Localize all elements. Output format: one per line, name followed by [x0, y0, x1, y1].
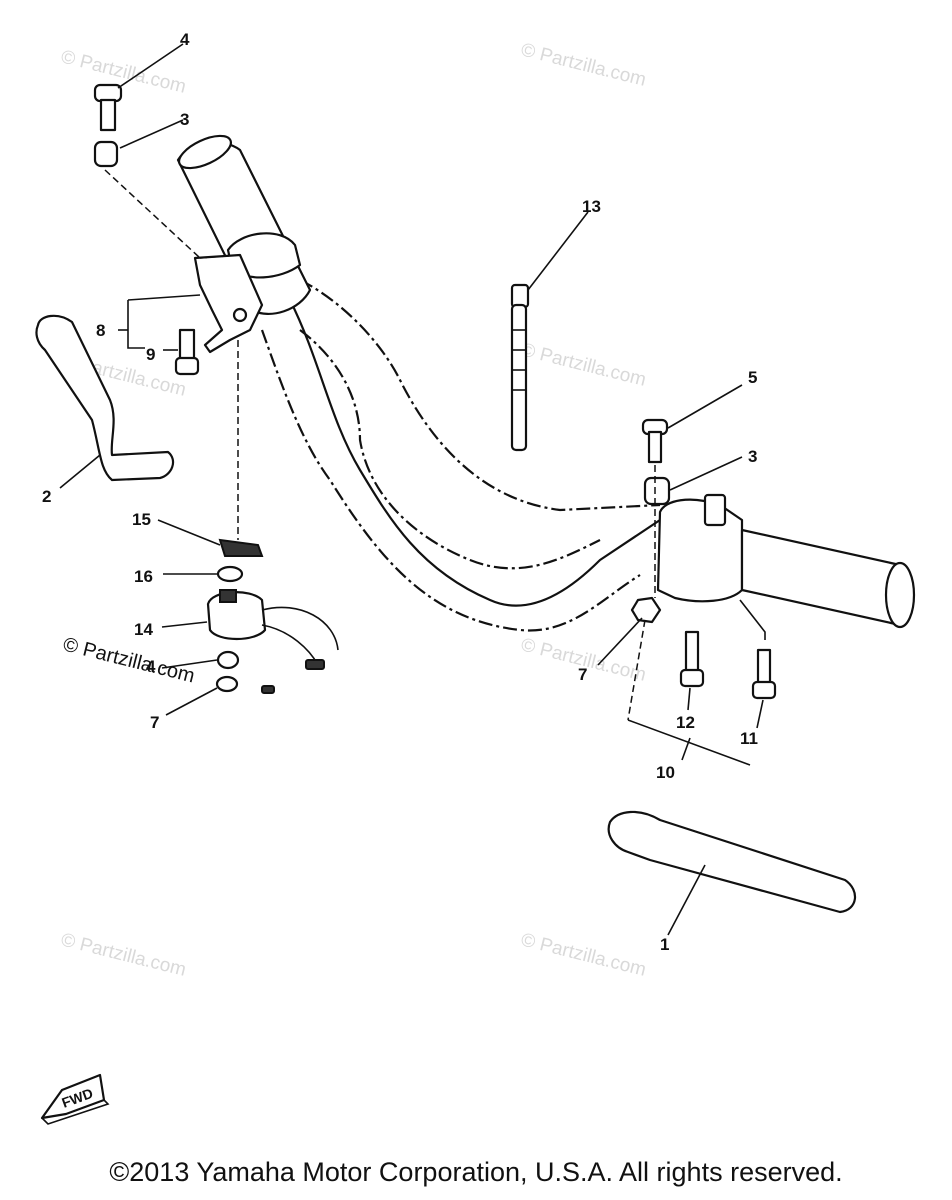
- collar-3-left: [93, 140, 119, 168]
- callout-9: 9: [146, 345, 155, 364]
- bolt-4: [93, 83, 123, 132]
- callout-8: 8: [96, 321, 105, 340]
- bolt-5: [641, 418, 669, 464]
- left-lever: [35, 314, 175, 482]
- callout-2: 2: [42, 487, 51, 506]
- nut-7-right: [630, 596, 662, 624]
- copyright-notice: ©2013 Yamaha Motor Corporation, U.S.A. A…: [109, 1157, 843, 1187]
- bolt-12: [679, 630, 705, 688]
- watermark-bottom-left: © Partzilla.com: [59, 929, 188, 980]
- watermark-top-right: © Partzilla.com: [519, 39, 648, 90]
- left-lever-holder: [193, 253, 264, 354]
- callout-7-left: 7: [150, 713, 159, 732]
- callout-4: 4: [180, 30, 190, 49]
- collar-3-right: [643, 476, 671, 506]
- callout-labels: 4 3 8 9 2 15 16 14 4 7 13 5 3 7 12 11 10…: [42, 30, 758, 954]
- callout-11: 11: [740, 729, 758, 748]
- callout-4-switch: 4: [146, 657, 156, 676]
- assembly-lines: [104, 169, 656, 721]
- leader-lines: [59, 43, 766, 936]
- right-lever: [607, 810, 856, 914]
- callout-5: 5: [748, 368, 757, 387]
- callout-10: 10: [656, 763, 675, 782]
- callout-7-right: 7: [578, 665, 587, 684]
- clamp-15: [218, 538, 264, 557]
- switch-14: [206, 589, 339, 694]
- watermark-dark: © Partzilla.com: [61, 634, 197, 688]
- adjuster-cable: [510, 283, 530, 452]
- nut-7-left: [215, 675, 239, 693]
- callout-3-left: 3: [180, 110, 189, 129]
- bolt-11: [751, 648, 777, 700]
- watermark-bottom-right: © Partzilla.com: [519, 929, 648, 980]
- callout-3-right: 3: [748, 447, 757, 466]
- handlebar: [260, 279, 661, 632]
- callout-12: 12: [676, 713, 695, 732]
- watermark-mid-right: © Partzilla.com: [519, 339, 648, 390]
- right-throttle-housing: [656, 493, 916, 629]
- callout-14: 14: [134, 620, 153, 639]
- washer-16: [216, 565, 244, 583]
- bolt-9: [174, 328, 200, 376]
- washer-4: [216, 650, 240, 670]
- forward-arrow-icon: FWD: [40, 1073, 110, 1125]
- callout-16: 16: [134, 567, 153, 586]
- callout-1: 1: [660, 935, 669, 954]
- callout-13: 13: [582, 197, 601, 216]
- callout-15: 15: [132, 510, 151, 529]
